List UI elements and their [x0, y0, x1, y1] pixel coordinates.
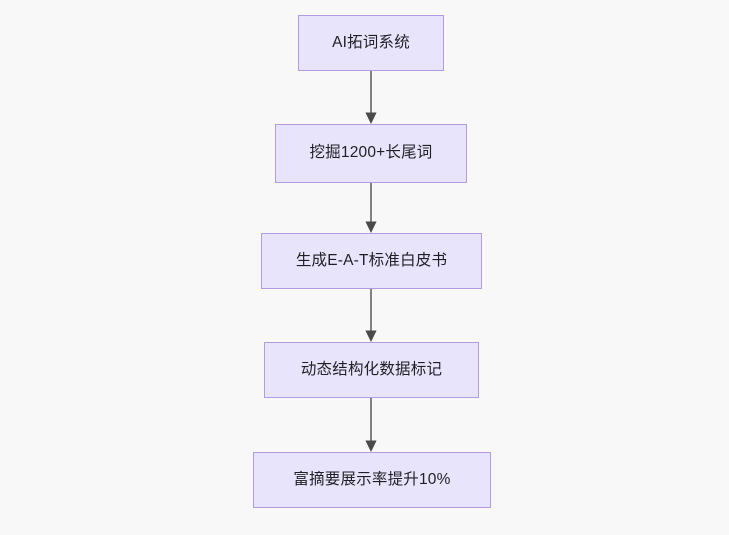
flow-node-mine-longtail-keywords[interactable]: 挖掘1200+长尾词 [275, 124, 467, 183]
flow-node-rich-snippet-rate-increase[interactable]: 富摘要展示率提升10% [253, 452, 491, 508]
edge-node3-node4 [365, 398, 377, 452]
flow-node-ai-keyword-system[interactable]: AI拓词系统 [298, 15, 444, 71]
flow-node-label: AI拓词系统 [332, 33, 410, 51]
edge-node0-node1 [365, 71, 377, 124]
flow-node-generate-eat-whitepaper[interactable]: 生成E-A-T标准白皮书 [261, 233, 482, 289]
flow-node-label: 生成E-A-T标准白皮书 [295, 251, 448, 269]
flow-node-label: 挖掘1200+长尾词 [309, 144, 433, 162]
edge-node2-node3 [365, 289, 377, 342]
edge-node1-node2 [365, 183, 377, 233]
flow-node-label: 富摘要展示率提升10% [293, 470, 451, 488]
flow-node-dynamic-structured-data-markup[interactable]: 动态结构化数据标记 [264, 342, 479, 398]
flow-node-label: 动态结构化数据标记 [300, 360, 443, 378]
